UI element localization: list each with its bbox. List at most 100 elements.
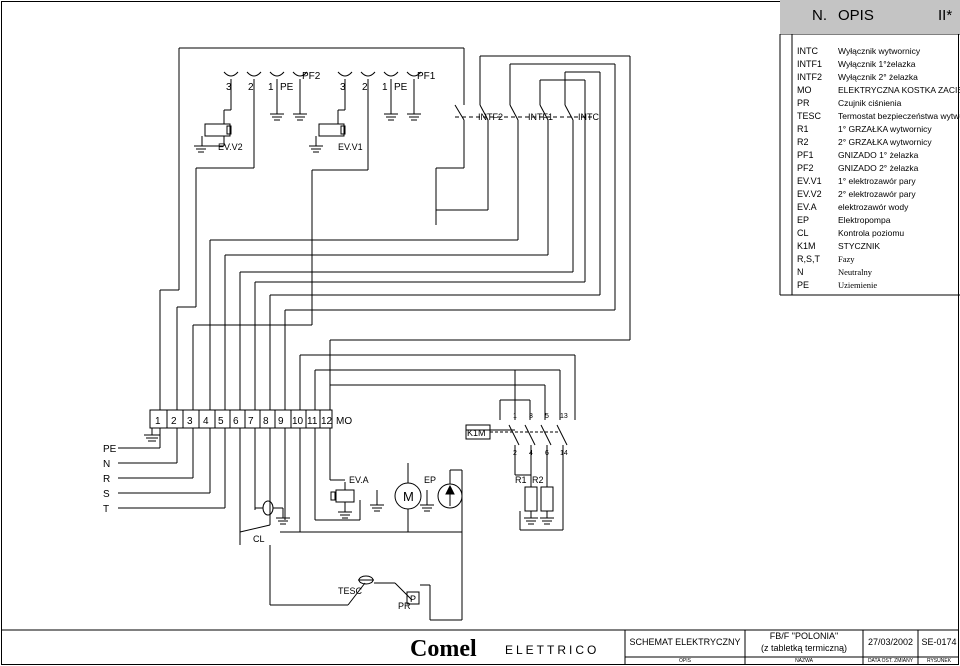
legend-code: PF1 [797, 150, 814, 160]
pf2-label: PF2 [302, 71, 321, 82]
rail-s-label: S [103, 489, 110, 500]
rail-r-label: R [103, 474, 110, 485]
motor-label: M [403, 489, 414, 504]
header-prefix: N. [812, 7, 827, 24]
pf2-pin-3: 3 [226, 82, 232, 93]
logo-suffix: ELETTRICO [505, 643, 600, 657]
legend-desc: Wyłącznik 1°żelazka [838, 59, 916, 69]
logo: Comel [410, 636, 477, 662]
legend-desc: 2° GRZAŁKA wytwornicy [838, 137, 932, 147]
intf1-label: INTF1 [528, 112, 553, 122]
legend-code: CL [797, 228, 809, 238]
switch-intc [539, 104, 574, 272]
k1m-pin-1: 1 [513, 413, 517, 420]
legend-desc: Czujnik ciśnienia [838, 98, 902, 108]
legend-code: INTF2 [797, 72, 823, 82]
legend-code: EV.A [797, 202, 817, 212]
header-sheet: II* [938, 7, 953, 24]
date: 27/03/2002 [867, 637, 914, 647]
legend-desc: GNIZADO 1° żelazka [838, 150, 919, 160]
terminal-block [149, 409, 333, 429]
rails [118, 447, 225, 509]
k1m-label: K1M [467, 428, 486, 438]
switch-intf1 [479, 104, 519, 240]
legend-desc: ELEKTRYCZNA KOSTKA ZACISKÓW [838, 85, 960, 95]
k1m-pin-6: 6 [545, 450, 549, 457]
header-title: OPIS [838, 7, 874, 24]
legend-code: EV.V2 [797, 189, 822, 199]
legend-code: PE [797, 280, 810, 290]
terminal-1: 1 [155, 416, 161, 427]
description: SCHEMAT ELEKTRYCZNY [629, 637, 741, 647]
intc-label: INTC [578, 112, 599, 122]
legend-code: TESC [797, 111, 822, 121]
caption-rysunek: RYSUNEK [926, 658, 952, 664]
legend-desc: Uziemienie [838, 280, 878, 290]
terminal-3: 3 [187, 416, 193, 427]
k1m-pin-5: 5 [545, 413, 549, 420]
header-bar [780, 0, 960, 34]
pf1-pin-2: 2 [362, 82, 368, 93]
legend-desc: Neutralny [838, 267, 872, 277]
drawing-code: SE-0174 [921, 637, 957, 647]
r1-label: R1 [515, 475, 527, 485]
k1m-pin-2: 2 [513, 450, 517, 457]
legend-desc: GNIZADO 2° żelazka [838, 163, 919, 173]
heater-r1 [524, 475, 538, 525]
pf1-pin-1: 1 [382, 82, 388, 93]
legend-desc: STYCZNIK [838, 241, 881, 251]
legend-desc: elektrozawór wody [838, 202, 909, 212]
terminal-2: 2 [171, 416, 177, 427]
legend-code: PR [797, 98, 810, 108]
k1m-pin-3: 3 [529, 413, 533, 420]
ev-a-valve [330, 479, 355, 519]
legend-desc: Kontrola poziomu [838, 228, 905, 238]
pf2-pin-2: 2 [248, 82, 254, 93]
legend-code: PF2 [797, 163, 814, 173]
terminal-6: 6 [233, 416, 239, 427]
terminal-9: 9 [278, 416, 284, 427]
terminal-4: 4 [203, 416, 209, 427]
pf2-pin-pe: PE [280, 82, 294, 93]
legend-code: MO [797, 85, 812, 95]
k1m-pin-13: 13 [560, 413, 568, 420]
terminal-5: 5 [218, 416, 224, 427]
legend-code: EP [797, 215, 810, 225]
heater-r2 [540, 475, 554, 525]
legend-code: INTC [797, 46, 818, 56]
pf2-ground [194, 113, 307, 153]
caption-data: DATA OST. ZMIANY [867, 658, 914, 664]
terminal-block-label: MO [336, 416, 352, 427]
legend-desc: Wyłącznik wytwornicy [838, 46, 921, 56]
legend-code: K1M [797, 241, 816, 251]
legend-desc: 1° GRZAŁKA wytwornicy [838, 124, 932, 134]
caption-opis: OPIS [679, 658, 691, 664]
ev-a-label: EV.A [349, 475, 369, 485]
pressure-switch-pr [406, 591, 420, 605]
k1m-pin-4: 4 [529, 450, 533, 457]
legend-desc: Wyłącznik 2° żelazka [838, 72, 918, 82]
name-line-2: (z tabletką termiczną) [760, 643, 848, 653]
pf1-ground [309, 113, 421, 153]
pf1-pin-3: 3 [340, 82, 346, 93]
rail-n-label: N [103, 459, 110, 470]
p-label: P [410, 594, 416, 604]
legend-code: EV.V1 [797, 176, 822, 186]
level-probe-cl [255, 500, 290, 525]
k1m-pin-14: 14 [560, 450, 568, 457]
ev-v2-label: EV.V2 [218, 142, 243, 152]
r2-label: R2 [532, 475, 544, 485]
legend-code: N [797, 267, 804, 277]
tesc-label: TESC [338, 586, 363, 596]
pf2-socket [223, 71, 308, 77]
terminal-7: 7 [248, 416, 254, 427]
legend-desc: Fazy [838, 254, 855, 264]
terminal-12: 12 [321, 416, 333, 427]
pf1-socket [337, 71, 422, 77]
pf1-label: PF1 [417, 71, 436, 82]
ev-v1-label: EV.V1 [338, 142, 363, 152]
legend-desc: Termostat bezpieczeństwa wytwornicy [838, 111, 960, 121]
rail-pe-label: PE [103, 444, 117, 455]
